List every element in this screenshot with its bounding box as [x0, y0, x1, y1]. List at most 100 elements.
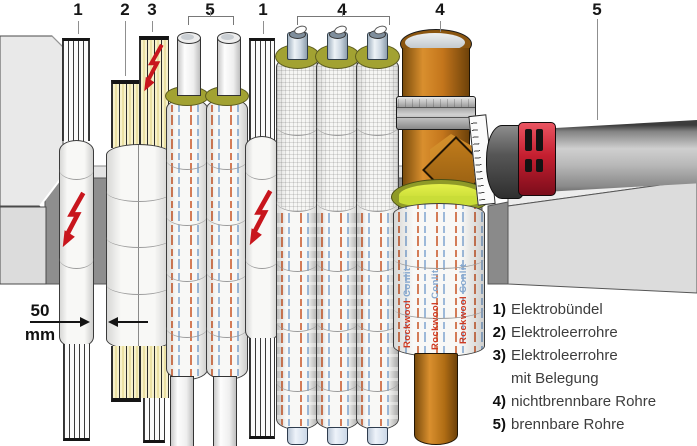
legend-num: 4) — [492, 393, 506, 410]
leader-line — [125, 21, 126, 76]
legend-num: 1) — [492, 301, 506, 318]
wall-block-edge — [51, 35, 64, 48]
metal-pipe-bottom-stub — [367, 427, 388, 445]
callout-3: 3 — [147, 0, 157, 19]
legend-label: Elektroleerrohre — [511, 347, 618, 364]
coupling-groove — [397, 107, 475, 108]
wrap-segment-joint — [106, 189, 172, 202]
legend-row-3b: mit Belegung — [486, 370, 599, 393]
conlit-wrap-metal-pipe — [356, 56, 399, 430]
pipe-coupling — [396, 96, 476, 130]
dimension-unit: mm — [24, 325, 56, 344]
wrap-segment-joint — [245, 167, 279, 180]
legend-label: nichtbrennbare Rohre — [511, 393, 657, 410]
wrap-segment-joint — [166, 325, 208, 338]
metal-pipe-bottom-stub — [327, 427, 348, 445]
callout-1b: 1 — [258, 0, 268, 19]
metal-pipe-stub — [367, 24, 388, 60]
metal-pipe-stub — [327, 24, 348, 60]
wrap-segment-joint — [356, 259, 399, 272]
callout-2: 2 — [120, 0, 130, 19]
soil-pipe-opening-inner — [405, 33, 465, 52]
fire-collar — [518, 122, 556, 196]
legend-row-5: 5)brennbare Rohre — [486, 416, 625, 439]
coupling-ribs — [398, 99, 473, 107]
legend-label: Elektroleerrohre — [511, 324, 618, 341]
wire-mesh-layer — [277, 57, 318, 211]
dimension-value: 50 — [30, 301, 50, 320]
slab-right-cut-face — [487, 201, 509, 285]
metal-pipe-bottom-stub — [287, 427, 308, 445]
wrap-segment-joint — [356, 379, 399, 392]
callout-5b: 5 — [592, 0, 602, 19]
legend-row-2: 2) Elektroleerrohre — [486, 324, 618, 347]
conlit-green-ring-front — [399, 196, 481, 207]
dimension-arrow-left-icon — [108, 317, 118, 327]
cable-bundle-1-top — [62, 38, 90, 141]
conduit-cables-bottom — [143, 398, 165, 443]
legend-row-1: 1) Elektrobündel — [486, 301, 603, 324]
plastic-pipe-top — [217, 32, 241, 96]
combustible-pipe-horizontal — [544, 120, 697, 192]
wrap-segment-joint — [316, 123, 359, 136]
collar-mount-ring — [486, 125, 524, 199]
pipe-opening-inner — [221, 34, 234, 40]
conlit-wrap-conduits — [106, 144, 172, 350]
electric-hazard-bolt-icon — [144, 43, 164, 92]
slab-front-face-left — [0, 206, 47, 285]
wrap-segment-joint — [59, 167, 94, 180]
legend-num: 5) — [492, 416, 506, 433]
legend-label: mit Belegung — [511, 370, 599, 387]
wrap-segment-joint — [106, 282, 172, 295]
collar-latch — [525, 129, 532, 151]
soil-pipe-bottom — [414, 353, 458, 445]
leader-line — [597, 19, 598, 120]
conlit-wrap-combustible-pipe — [206, 98, 248, 380]
legend-row-4: 4) nichtbrennbare Rohre — [486, 393, 656, 416]
wrap-segment-joint — [276, 123, 319, 136]
wrap-print-label: Rockwool Conlit — [402, 218, 413, 348]
leader-line — [263, 21, 264, 34]
wrap-print-word2: Conlit — [402, 267, 413, 297]
collar-latch — [536, 159, 543, 172]
wrap-segment-joint — [166, 269, 208, 282]
electric-hazard-bolt-icon — [62, 191, 86, 248]
cable-bundle-1-bottom — [63, 344, 90, 441]
electric-hazard-bolt-icon — [249, 189, 273, 246]
plastic-pipe-bottom — [213, 376, 237, 446]
dimension-arrow-right-icon — [80, 317, 90, 327]
wrap-segment-joint — [393, 256, 485, 269]
cable-bundle-1-top — [249, 38, 275, 141]
wrap-segment-joint — [245, 256, 279, 269]
legend-num: 3) — [492, 347, 506, 364]
wrap-print-word1: Rockwool — [430, 301, 441, 350]
leader-line — [210, 11, 211, 16]
pipe-opening-inner — [181, 34, 194, 40]
wrap-segment-joint — [316, 379, 359, 392]
wrap-segment-joint — [206, 269, 248, 282]
wrap-print-word2: Conlit — [458, 263, 469, 293]
leader-line — [342, 11, 343, 16]
legend-row-3: 3) Elektroleerrohre — [486, 347, 618, 370]
leader-line — [152, 21, 153, 32]
wrap-segment-joint — [166, 157, 208, 170]
occupied-conduits-3-bottom — [139, 346, 169, 398]
conlit-wrap-metal-pipe — [316, 56, 359, 430]
wrap-segment-joint — [206, 213, 248, 226]
legend-label: Elektrobündel — [511, 301, 603, 318]
wrap-print-word1: Rockwool — [458, 295, 469, 344]
callout-bracket-4 — [297, 16, 390, 25]
coupling-groove — [397, 117, 475, 118]
wrap-segment-joint — [356, 319, 399, 332]
wrap-print-word1: Rockwool — [402, 299, 413, 348]
wrap-print-label: Rockwool Conlit — [430, 230, 441, 350]
empty-conduits-2-bottom — [111, 346, 141, 402]
wrap-segment-joint — [316, 259, 359, 272]
collar-latch — [525, 159, 532, 172]
cable-bundle-1-bottom — [249, 338, 275, 439]
callout-5a: 5 — [205, 0, 215, 19]
wrap-segment-joint — [393, 306, 485, 319]
wall-block — [0, 35, 64, 207]
legend-num: 2) — [492, 324, 506, 341]
wrap-segment-joint — [276, 259, 319, 272]
